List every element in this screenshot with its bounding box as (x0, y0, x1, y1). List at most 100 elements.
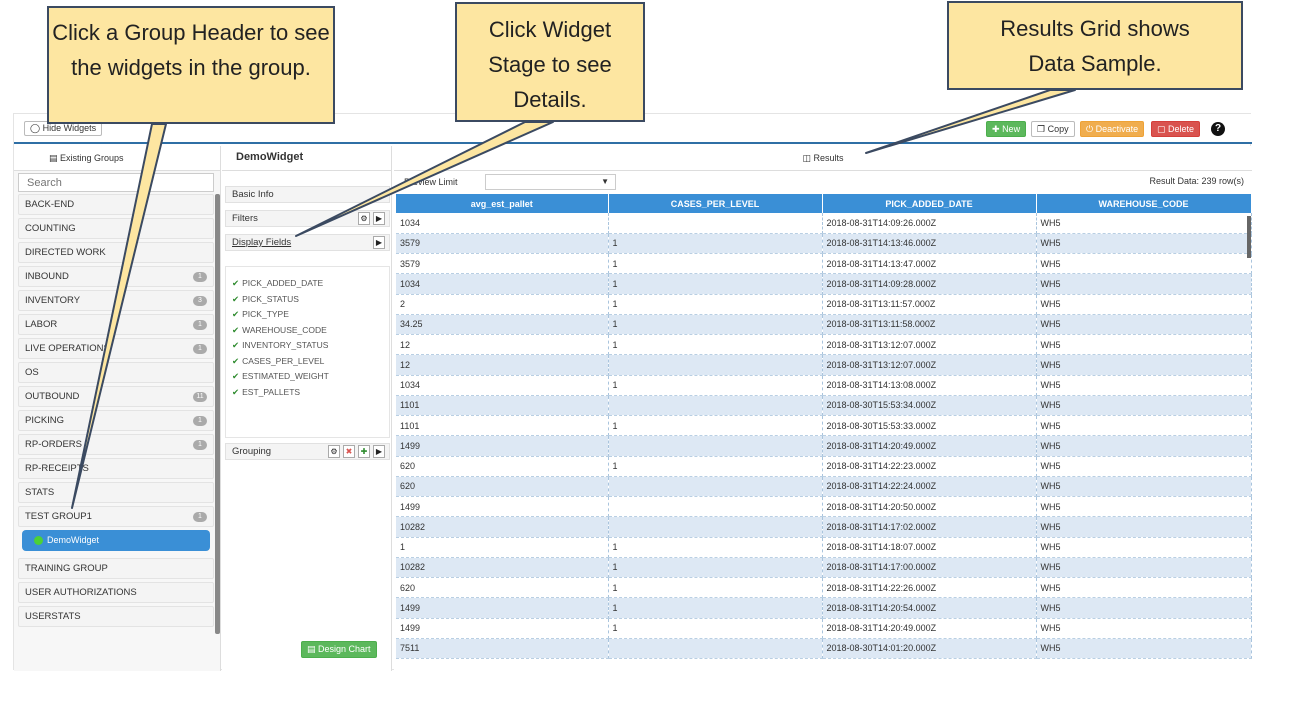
table-cell: 620 (396, 476, 609, 498)
results-header: ◫ Results (394, 146, 1252, 171)
table-cell (608, 496, 823, 518)
widget-item-demowidget[interactable]: DemoWidget (22, 530, 210, 551)
table-cell: 10282 (396, 516, 609, 538)
table-cell: 2018-08-31T14:13:47.000Z (822, 253, 1037, 275)
widget-count-badge: 3 (193, 296, 207, 306)
copy-button[interactable]: ❐ Copy (1031, 121, 1075, 137)
play-icon[interactable]: ▶ (373, 212, 385, 225)
delete-button[interactable]: ▢ Delete (1151, 121, 1201, 137)
table-cell: 620 (396, 577, 609, 599)
group-header[interactable]: RP-RECEIPTS (18, 458, 214, 479)
display-fields-stage[interactable]: Display Fields ▶ (225, 234, 390, 251)
display-field-label: EST_PALLETS (242, 386, 301, 397)
display-field-item: ✔ESTIMATED_WEIGHT (226, 369, 389, 385)
table-cell: 1 (608, 233, 823, 255)
column-header[interactable]: avg_est_pallet (396, 194, 609, 213)
grouping-stage[interactable]: Grouping ⚙ ✖ ✚ ▶ (225, 443, 390, 460)
grid-scrollbar[interactable] (1247, 216, 1251, 258)
column-header[interactable]: CASES_PER_LEVEL (608, 194, 823, 213)
table-cell: 1499 (396, 597, 609, 619)
new-button[interactable]: ✚ New (986, 121, 1027, 137)
table-cell: 2018-08-31T13:11:58.000Z (822, 314, 1037, 336)
filters-stage[interactable]: Filters ⚙ ▶ (225, 210, 390, 227)
group-header[interactable]: TRAINING GROUP (18, 558, 214, 579)
widget-count-badge: 1 (193, 320, 207, 330)
column-header[interactable]: WAREHOUSE_CODE (1036, 194, 1252, 213)
table-cell: 1 (608, 294, 823, 315)
table-cell: 1 (608, 577, 823, 599)
bar-chart-icon: ▤ (307, 644, 316, 654)
help-icon[interactable]: ? (1211, 122, 1225, 136)
group-label: OUTBOUND (25, 391, 80, 402)
add-icon[interactable]: ✚ (358, 445, 370, 458)
group-header[interactable]: OS (18, 362, 214, 383)
group-header[interactable]: USERSTATS (18, 606, 214, 627)
remove-icon[interactable]: ✖ (343, 445, 355, 458)
table-cell: 2018-08-31T14:22:26.000Z (822, 577, 1037, 599)
table-cell: WH5 (1036, 537, 1252, 558)
preview-limit-select[interactable]: ▼ (485, 174, 616, 190)
deactivate-button[interactable]: ⏻ Deactivate (1080, 121, 1145, 137)
play-icon[interactable]: ▶ (373, 236, 385, 249)
sidebar-scrollbar[interactable] (215, 194, 220, 634)
group-header[interactable]: USER AUTHORIZATIONS (18, 582, 214, 603)
table-cell: 2018-08-31T14:22:24.000Z (822, 476, 1037, 498)
group-header[interactable]: DIRECTED WORK (18, 242, 214, 263)
table-cell (608, 354, 823, 376)
group-header[interactable]: BACK-END (18, 194, 214, 215)
gear-icon[interactable]: ⚙ (328, 445, 340, 458)
table-cell: 1 (608, 618, 823, 639)
table-cell: 2018-08-31T14:20:49.000Z (822, 435, 1037, 457)
design-chart-button[interactable]: ▤ Design Chart (301, 641, 377, 658)
table-cell: 2018-08-31T14:13:08.000Z (822, 375, 1037, 396)
existing-groups-tab[interactable]: ▤ Existing Groups (14, 146, 220, 171)
table-cell: 2018-08-31T14:13:46.000Z (822, 233, 1037, 255)
table-cell: 2018-08-31T13:12:07.000Z (822, 354, 1037, 376)
group-search-input[interactable] (18, 173, 214, 192)
gear-icon[interactable]: ⚙ (358, 212, 370, 225)
table-cell: 1034 (396, 375, 609, 396)
table-cell: WH5 (1036, 354, 1252, 376)
group-header[interactable]: COUNTING (18, 218, 214, 239)
group-header[interactable]: STATS (18, 482, 214, 503)
group-label: OS (25, 367, 39, 378)
display-field-label: PICK_TYPE (242, 309, 289, 319)
column-header[interactable]: PICK_ADDED_DATE (822, 194, 1037, 213)
play-icon[interactable]: ▶ (373, 445, 385, 458)
copy-icon: ❐ (1037, 124, 1046, 134)
table-cell: 3579 (396, 253, 609, 275)
callout-group-header: Click a Group Header to see the widgets … (47, 6, 335, 124)
group-label: RP-RECEIPTS (25, 463, 89, 474)
